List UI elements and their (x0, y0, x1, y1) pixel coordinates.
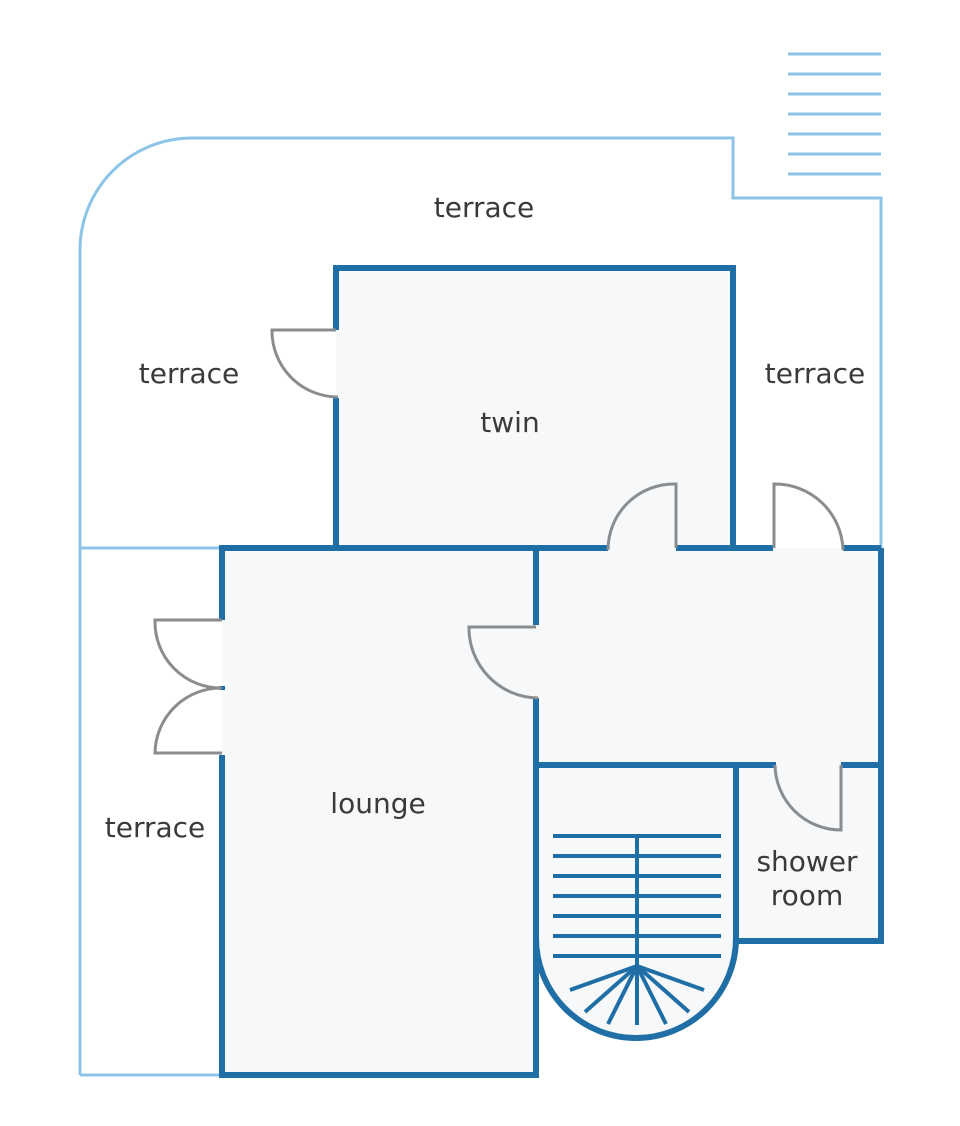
shower-room-label-line1: shower (756, 845, 858, 878)
terrace-left-upper-label: terrace (139, 357, 240, 390)
lounge-to-hallway-door[interactable] (467, 625, 539, 700)
hallway-door-to-terrace[interactable] (772, 482, 845, 551)
shower-room-label-line2: room (771, 879, 843, 912)
lounge-double-door[interactable] (153, 618, 223, 755)
interior-staircase (553, 834, 721, 1025)
terrace-left-lower-label: terrace (105, 811, 206, 844)
hallway-door-to-twin[interactable] (606, 482, 678, 551)
lounge-label: lounge (330, 787, 425, 820)
twin-door[interactable] (270, 328, 339, 399)
terrace-outline (78, 136, 883, 1075)
hallway-floor (536, 548, 881, 765)
terrace-top-label: terrace (434, 191, 535, 224)
twin-room-floor (336, 268, 733, 548)
shower-room-floor (736, 765, 881, 941)
walls (219, 265, 884, 1078)
terrace-right-label: terrace (765, 357, 866, 390)
shower-room-door[interactable] (773, 764, 843, 832)
twin-label: twin (480, 406, 539, 439)
lounge-floor (222, 548, 536, 1075)
exterior-stair-steps (788, 52, 881, 176)
